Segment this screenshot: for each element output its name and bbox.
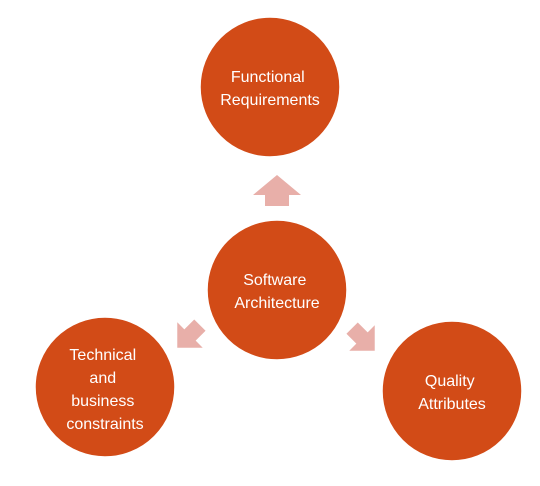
node-technical-circle <box>34 316 176 458</box>
arrow-down-left <box>177 319 206 348</box>
node-functional-label: Functional Requirements <box>220 69 320 109</box>
node-technical-business-constraints: Technical and business constraints <box>34 316 176 458</box>
arrow-down-right <box>346 322 375 351</box>
arrow-up <box>253 175 301 206</box>
node-center-line-1: Software <box>243 272 306 289</box>
node-technical-line-3: business <box>71 393 134 410</box>
node-software-architecture: Software Architecture <box>206 219 348 361</box>
node-functional-line-2: Requirements <box>220 92 320 109</box>
node-functional-line-1: Functional <box>231 69 305 86</box>
node-center-label: Software Architecture <box>234 272 319 312</box>
arrow-up-shape <box>253 175 301 206</box>
node-quality-circle <box>381 320 523 462</box>
node-technical-line-1: Technical <box>69 347 136 364</box>
node-technical-line-4: constraints <box>66 416 143 433</box>
arrow-down-left-shape <box>177 319 206 348</box>
node-center-circle <box>206 219 348 361</box>
node-quality-line-1: Quality <box>425 373 475 390</box>
node-functional-requirements: Functional Requirements <box>199 16 341 158</box>
node-functional-circle <box>199 16 341 158</box>
arrow-down-right-shape <box>346 322 375 351</box>
node-center-line-2: Architecture <box>234 295 319 312</box>
node-quality-line-2: Attributes <box>418 396 486 413</box>
node-quality-attributes: Quality Attributes <box>381 320 523 462</box>
node-technical-line-2: and <box>89 370 116 387</box>
node-quality-label: Quality Attributes <box>418 373 486 413</box>
node-technical-label: Technical and business constraints <box>66 347 143 433</box>
